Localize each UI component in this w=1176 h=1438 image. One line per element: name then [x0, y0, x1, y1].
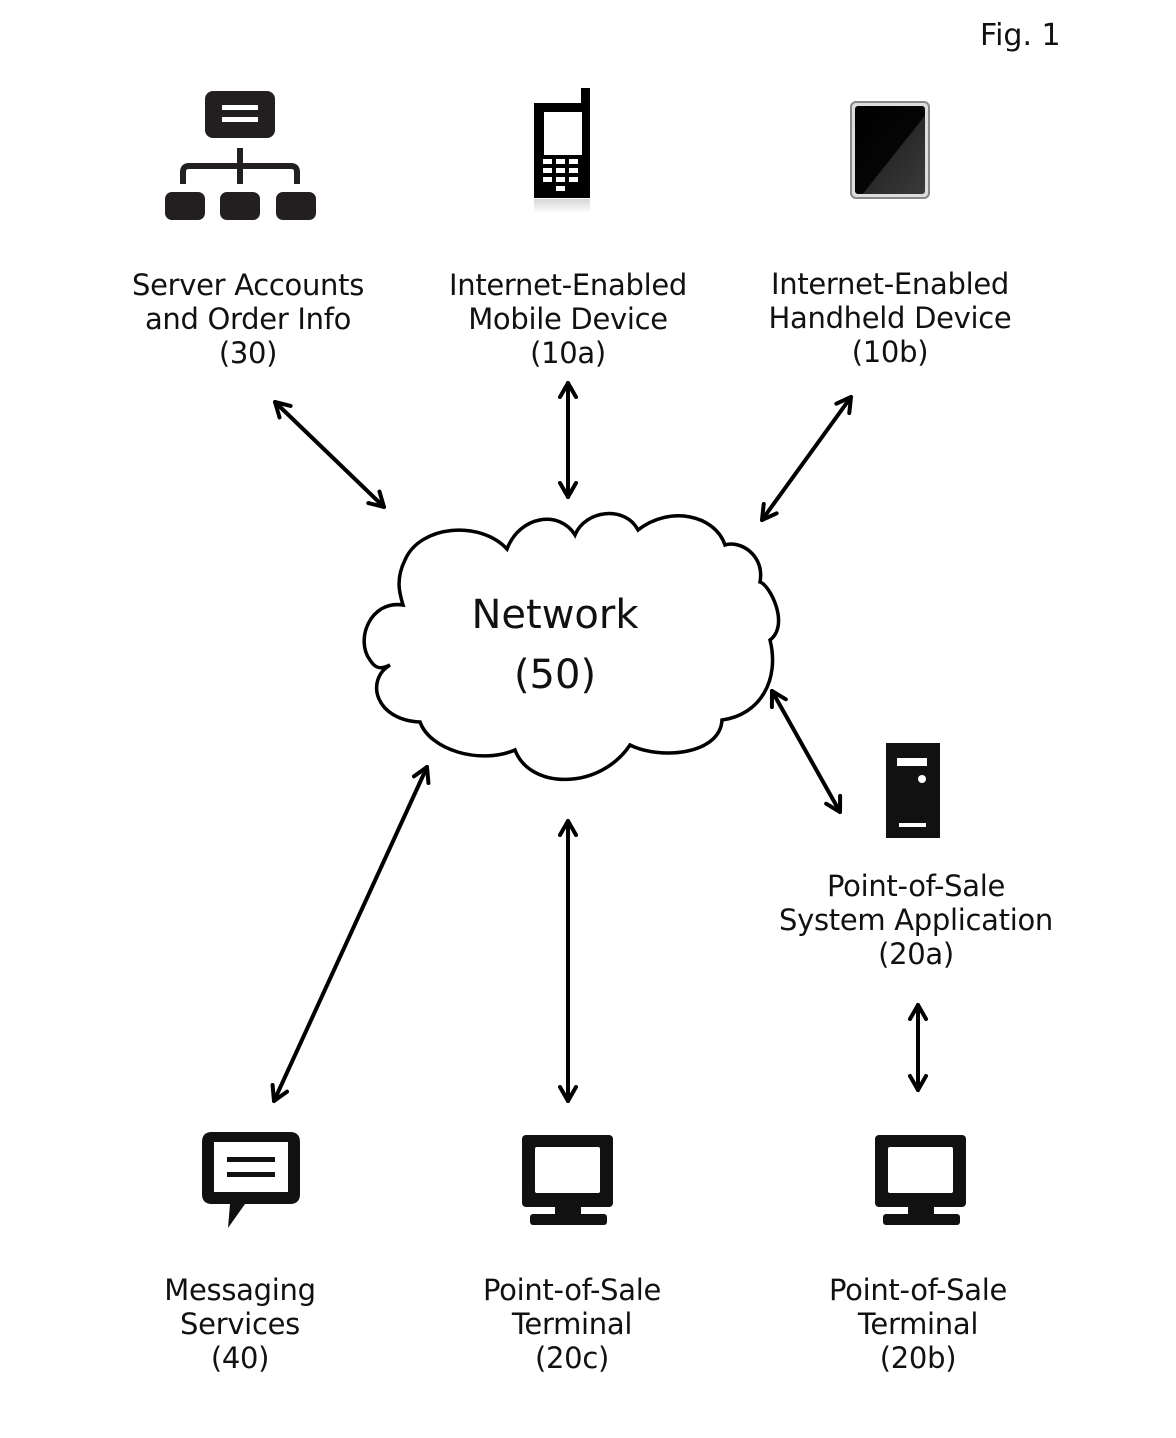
mobile-phone-icon	[534, 88, 590, 213]
label-line: Terminal	[511, 1307, 633, 1341]
node-label-handheld: Internet-Enabled Handheld Device (10b)	[740, 267, 1040, 369]
label-line: Services	[180, 1307, 300, 1341]
network-ref: (50)	[513, 652, 597, 698]
label-line: Messaging	[164, 1273, 316, 1307]
label-ref: (20b)	[879, 1341, 957, 1375]
figure-label: Fig. 1	[980, 18, 1061, 53]
arrow-handheld-network	[760, 395, 853, 522]
monitor-icon	[875, 1135, 966, 1225]
arrow-posapp-network	[769, 689, 843, 814]
label-line: Server Accounts	[131, 268, 365, 302]
node-label-messaging: Messaging Services (40)	[100, 1273, 380, 1375]
node-label-server: Server Accounts and Order Info (30)	[98, 268, 398, 370]
node-label-pos-terminal-c: Point-of-Sale Terminal (20c)	[432, 1273, 712, 1375]
label-ref: (40)	[210, 1341, 270, 1375]
tablet-icon	[850, 101, 930, 199]
server-tower-icon	[886, 743, 940, 838]
label-line: Point-of-Sale	[482, 1273, 662, 1307]
label-ref: (10a)	[530, 336, 606, 370]
label-line: System Application	[779, 903, 1053, 937]
label-line: Internet-Enabled	[448, 268, 687, 302]
label-line: Handheld Device	[768, 301, 1012, 335]
monitor-icon	[522, 1135, 613, 1225]
arrow-messaging-network	[270, 765, 431, 1103]
label-ref: (10b)	[851, 335, 929, 369]
label-line: Mobile Device	[468, 302, 668, 336]
label-line: Internet-Enabled	[770, 267, 1009, 301]
label-line: Point-of-Sale	[828, 1273, 1008, 1307]
chat-bubble-icon	[202, 1132, 300, 1228]
node-label-mobile: Internet-Enabled Mobile Device (10a)	[418, 268, 718, 370]
label-ref: (20a)	[878, 937, 954, 971]
node-label-pos-app: Point-of-Sale System Application (20a)	[756, 869, 1076, 971]
label-ref: (20c)	[535, 1341, 609, 1375]
node-label-pos-terminal-b: Point-of-Sale Terminal (20b)	[778, 1273, 1058, 1375]
network-title: Network	[471, 592, 639, 638]
connection-arrows	[270, 381, 928, 1103]
hierarchy-server-icon	[165, 91, 316, 220]
label-line: and Order Info	[144, 302, 352, 336]
label-line: Point-of-Sale	[826, 869, 1006, 903]
network-cloud	[362, 512, 781, 782]
label-ref: (30)	[218, 336, 278, 370]
arrow-server-network	[273, 400, 386, 509]
network-label: Network (50)	[455, 585, 655, 705]
label-line: Terminal	[857, 1307, 979, 1341]
